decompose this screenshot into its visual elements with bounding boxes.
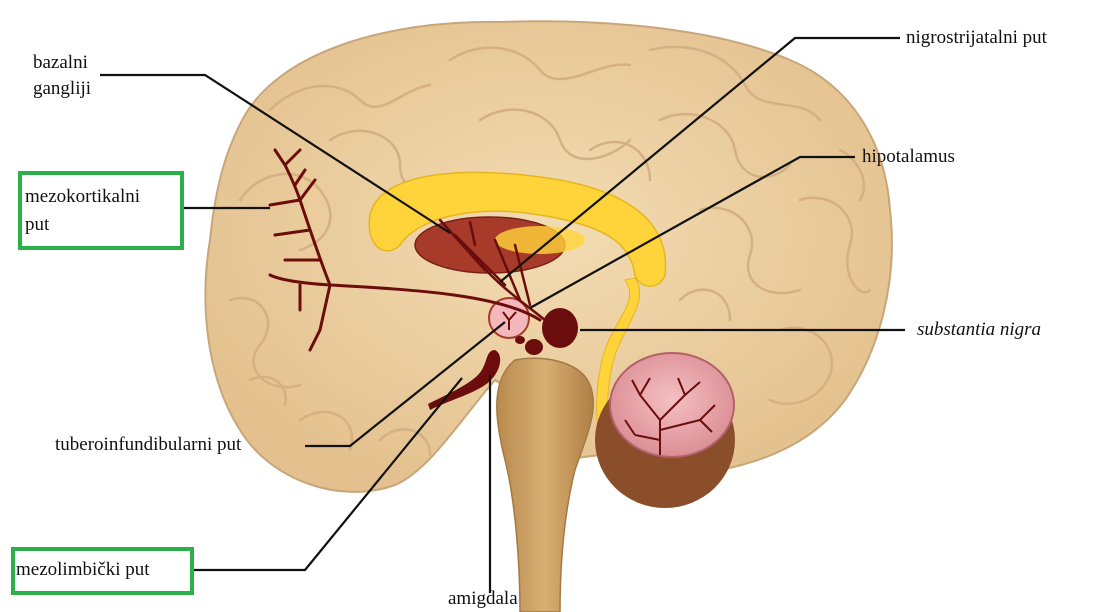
label-gangliji: gangliji [33, 76, 91, 102]
label-mezokortikalni: mezokortikalni [25, 184, 140, 210]
label-mezokortikalni-put: put [25, 212, 49, 238]
label-amigdala: amigdala [448, 586, 518, 612]
label-nigrostrijatalni: nigrostrijatalni put [906, 25, 1047, 51]
substantia-nigra [542, 308, 578, 348]
highlight-box-mezokortikalni [18, 171, 184, 250]
brainstem [497, 358, 593, 612]
label-tuberoinfundibularni: tuberoinfundibularni put [55, 432, 241, 458]
label-substantia-nigra: substantia nigra [917, 317, 1041, 343]
label-bazalni: bazalni [33, 50, 88, 76]
cerebellum [610, 353, 734, 457]
label-hipotalamus: hipotalamus [862, 144, 955, 170]
label-mezolimbicki: mezolimbički put [16, 557, 150, 583]
